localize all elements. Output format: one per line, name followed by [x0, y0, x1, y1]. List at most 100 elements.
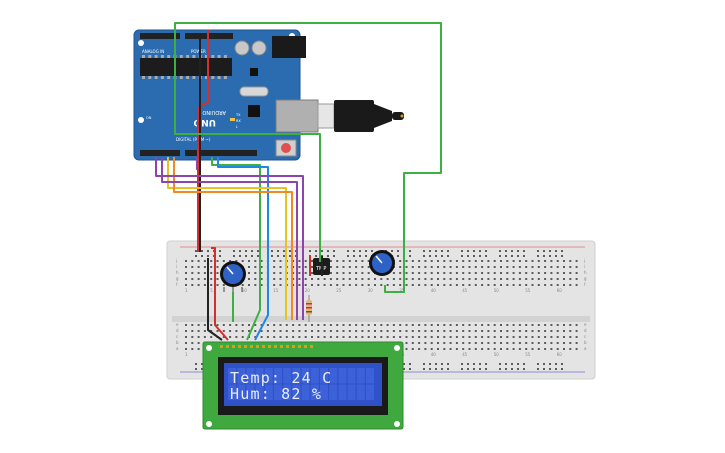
breadboard-hole[interactable]	[462, 324, 465, 326]
breadboard-hole[interactable]	[304, 336, 307, 338]
rail-hole[interactable]	[435, 363, 437, 365]
breadboard-hole[interactable]	[443, 260, 446, 262]
breadboard-hole[interactable]	[203, 324, 206, 326]
breadboard-hole[interactable]	[367, 260, 370, 262]
breadboard-hole[interactable]	[550, 342, 553, 344]
breadboard-hole[interactable]	[462, 260, 465, 262]
breadboard-hole[interactable]	[336, 272, 339, 274]
breadboard-hole[interactable]	[418, 260, 421, 262]
breadboard-hole[interactable]	[500, 266, 502, 268]
breadboard-hole[interactable]	[455, 260, 458, 262]
breadboard-hole[interactable]	[506, 348, 509, 350]
breadboard-hole[interactable]	[185, 324, 187, 326]
breadboard-hole[interactable]	[468, 266, 471, 268]
breadboard-hole[interactable]	[569, 284, 572, 286]
breadboard-hole[interactable]	[311, 324, 313, 326]
breadboard-hole[interactable]	[525, 260, 528, 262]
breadboard-hole[interactable]	[550, 266, 553, 268]
breadboard-hole[interactable]	[569, 324, 572, 326]
breadboard-hole[interactable]	[518, 324, 521, 326]
breadboard-hole[interactable]	[298, 260, 301, 262]
breadboard-hole[interactable]	[235, 324, 238, 326]
breadboard-hole[interactable]	[575, 272, 578, 274]
breadboard-hole[interactable]	[392, 324, 395, 326]
breadboard-hole[interactable]	[355, 272, 358, 274]
rail-hole[interactable]	[201, 255, 203, 257]
breadboard-hole[interactable]	[279, 260, 282, 262]
breadboard-hole[interactable]	[544, 336, 547, 338]
breadboard-hole[interactable]	[462, 342, 465, 344]
breadboard-hole[interactable]	[311, 272, 313, 274]
breadboard-hole[interactable]	[569, 266, 572, 268]
breadboard-hole[interactable]	[556, 260, 559, 262]
breadboard-hole[interactable]	[386, 330, 389, 332]
breadboard-hole[interactable]	[329, 330, 332, 332]
breadboard-hole[interactable]	[437, 278, 439, 280]
breadboard-hole[interactable]	[241, 330, 244, 332]
breadboard-hole[interactable]	[468, 348, 471, 350]
breadboard-hole[interactable]	[462, 278, 465, 280]
breadboard-hole[interactable]	[210, 278, 213, 280]
breadboard-hole[interactable]	[216, 324, 219, 326]
breadboard-hole[interactable]	[474, 330, 477, 332]
rail-hole[interactable]	[239, 255, 241, 257]
potentiometer-right[interactable]	[369, 250, 395, 276]
breadboard-hole[interactable]	[329, 266, 332, 268]
rail-hole[interactable]	[543, 368, 545, 370]
breadboard-hole[interactable]	[292, 284, 295, 286]
rail-hole[interactable]	[479, 368, 481, 370]
breadboard-hole[interactable]	[468, 342, 471, 344]
breadboard-hole[interactable]	[411, 348, 414, 350]
rail-hole[interactable]	[561, 255, 563, 257]
breadboard-hole[interactable]	[386, 336, 389, 338]
breadboard-hole[interactable]	[191, 266, 194, 268]
breadboard-hole[interactable]	[292, 260, 295, 262]
breadboard-hole[interactable]	[455, 342, 458, 344]
breadboard-hole[interactable]	[185, 330, 187, 332]
breadboard-hole[interactable]	[569, 348, 572, 350]
breadboard-hole[interactable]	[563, 266, 565, 268]
breadboard-hole[interactable]	[537, 260, 540, 262]
breadboard-hole[interactable]	[191, 342, 194, 344]
rail-hole[interactable]	[423, 250, 425, 252]
breadboard-hole[interactable]	[304, 324, 307, 326]
breadboard-hole[interactable]	[336, 284, 339, 286]
breadboard-hole[interactable]	[430, 330, 433, 332]
breadboard-hole[interactable]	[506, 336, 509, 338]
breadboard-hole[interactable]	[260, 336, 263, 338]
breadboard-hole[interactable]	[563, 330, 565, 332]
breadboard-hole[interactable]	[298, 272, 301, 274]
rail-hole[interactable]	[505, 250, 507, 252]
rail-hole[interactable]	[555, 363, 557, 365]
breadboard-hole[interactable]	[462, 266, 465, 268]
breadboard-hole[interactable]	[399, 324, 402, 326]
breadboard-hole[interactable]	[399, 260, 402, 262]
breadboard-hole[interactable]	[367, 266, 370, 268]
breadboard-hole[interactable]	[355, 330, 358, 332]
breadboard-hole[interactable]	[185, 284, 187, 286]
rail-hole[interactable]	[271, 250, 273, 252]
rail-hole[interactable]	[555, 250, 557, 252]
breadboard-hole[interactable]	[367, 278, 370, 280]
breadboard-hole[interactable]	[424, 266, 427, 268]
breadboard-hole[interactable]	[430, 342, 433, 344]
breadboard-hole[interactable]	[537, 266, 540, 268]
breadboard-hole[interactable]	[185, 260, 187, 262]
breadboard-hole[interactable]	[468, 278, 471, 280]
breadboard-hole[interactable]	[254, 330, 257, 332]
rail-hole[interactable]	[441, 250, 443, 252]
breadboard-hole[interactable]	[506, 324, 509, 326]
breadboard-hole[interactable]	[342, 278, 345, 280]
breadboard-hole[interactable]	[424, 330, 427, 332]
breadboard-hole[interactable]	[575, 342, 578, 344]
breadboard-hole[interactable]	[418, 284, 421, 286]
breadboard-hole[interactable]	[254, 324, 257, 326]
breadboard-hole[interactable]	[468, 284, 471, 286]
breadboard-hole[interactable]	[254, 336, 257, 338]
breadboard-hole[interactable]	[418, 342, 421, 344]
breadboard-hole[interactable]	[348, 330, 351, 332]
breadboard-hole[interactable]	[462, 330, 465, 332]
breadboard-hole[interactable]	[418, 330, 421, 332]
breadboard-hole[interactable]	[449, 342, 452, 344]
breadboard-hole[interactable]	[323, 336, 326, 338]
